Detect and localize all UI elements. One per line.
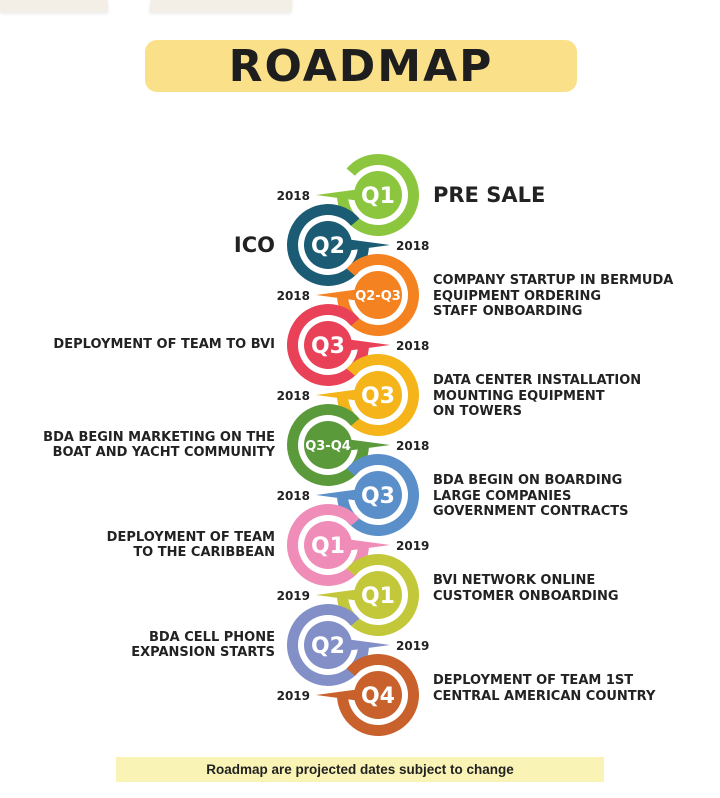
milestone-disc: [354, 271, 402, 319]
milestone-year: 2018: [277, 489, 310, 503]
milestone-11: Q4 2019: [277, 654, 419, 736]
milestone-year: 2019: [396, 539, 429, 553]
milestone-disc: [304, 521, 352, 569]
milestone-quarter: Q2: [311, 634, 345, 659]
milestone-year: 2019: [277, 689, 310, 703]
milestone-quarter: Q4: [361, 684, 395, 709]
paper-strip-left: [0, 0, 108, 12]
milestone-quarter: Q1: [311, 534, 345, 559]
milestone-10: Q2 2019: [287, 604, 429, 686]
milestone-description: DEPLOYMENT OF TEAM TO BVI: [53, 337, 275, 353]
milestone-description: BDA BEGIN ON BOARDING LARGE COMPANIES GO…: [433, 473, 629, 519]
milestone-year: 2018: [396, 239, 429, 253]
milestone-disc: [354, 371, 402, 419]
milestone-disc: [354, 471, 402, 519]
milestone-description: DEPLOYMENT OF TEAM TO THE CARIBBEAN: [106, 529, 275, 561]
milestone-quarter: Q1: [361, 584, 395, 609]
milestone-ring: [337, 654, 419, 736]
milestone-quarter: Q3-Q4: [305, 439, 351, 454]
milestone-description: COMPANY STARTUP IN BERMUDA EQUIPMENT ORD…: [433, 273, 674, 319]
milestone-disc: [354, 571, 402, 619]
milestone-description: ICO: [233, 233, 275, 257]
milestone-quarter: Q2: [311, 234, 345, 259]
milestone-3: Q2-Q3 2018: [277, 254, 419, 336]
milestone-quarter: Q1: [361, 184, 395, 209]
milestone-description: DATA CENTER INSTALLATION MOUNTING EQUIPM…: [433, 373, 642, 419]
milestone-7: Q3 2018: [277, 454, 419, 536]
milestone-year: 2018: [396, 339, 429, 353]
page-title: ROADMAP: [228, 40, 494, 92]
title-banner: ROADMAP: [145, 40, 577, 92]
milestone-quarter: Q3: [361, 484, 395, 509]
milestone-year: 2018: [396, 439, 429, 453]
milestone-quarter: Q2-Q3: [355, 289, 401, 304]
milestone-quarter: Q3: [311, 334, 345, 359]
milestone-disc: [304, 621, 352, 669]
milestone-disc: [304, 321, 352, 369]
milestone-year: 2018: [277, 389, 310, 403]
milestone-year: 2019: [396, 639, 429, 653]
milestone-year: 2018: [277, 289, 310, 303]
milestone-description: BDA BEGIN MARKETING ON THE BOAT AND YACH…: [43, 429, 275, 461]
milestone-quarter: Q3: [361, 384, 395, 409]
milestone-year: 2019: [277, 589, 310, 603]
milestone-disc: [304, 221, 352, 269]
milestone-description: DEPLOYMENT OF TEAM 1ST CENTRAL AMERICAN …: [433, 673, 656, 704]
milestone-description: BVI NETWORK ONLINE CUSTOMER ONBOARDING: [433, 573, 619, 604]
footer-note: Roadmap are projected dates subject to c…: [116, 757, 604, 782]
milestone-disc: [354, 671, 402, 719]
milestone-description: PRE SALE: [433, 183, 546, 207]
milestone-disc: [304, 421, 352, 469]
milestone-disc: [354, 171, 402, 219]
milestone-year: 2018: [277, 189, 310, 203]
milestone-5: Q3 2018: [277, 354, 419, 436]
milestone-description: BDA CELL PHONE EXPANSION STARTS: [131, 629, 275, 661]
